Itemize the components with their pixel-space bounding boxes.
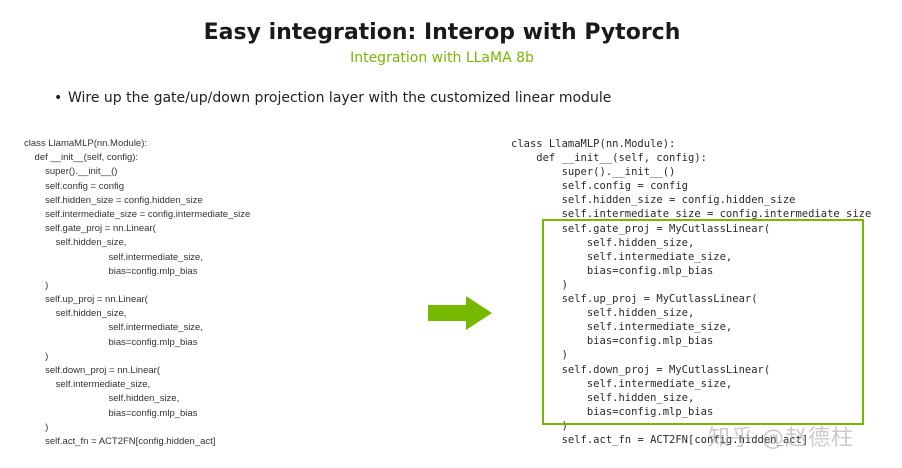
code-line: self.hidden_size = config.hidden_size [24,194,203,206]
code-line: bias=config.mlp_bias [24,265,198,277]
code-line: self.intermediate_size = config.intermed… [511,208,872,221]
code-line: self.down_proj = MyCutlassLinear( [511,363,771,376]
code-line: ) [24,279,49,291]
code-line: self.act_fn = ACT2FN[config.hidden_act] [511,433,809,446]
code-line: self.hidden_size, [511,391,695,404]
code-line: bias=config.mlp_bias [511,405,714,418]
code-line: self.intermediate_size = config.intermed… [24,208,251,220]
code-line: self.hidden_size, [24,393,180,405]
code-line: super().__init__() [24,166,118,178]
code-line: self.intermediate_size, [24,379,151,391]
highlight-box [542,219,864,425]
code-block-modified: class LlamaMLP(nn.Module): def __init__(… [511,137,871,447]
code-line: self.intermediate_size, [511,321,733,334]
code-line: self.config = config [511,180,689,193]
code-line: self.config = config [24,180,125,192]
code-line: ) [511,349,568,362]
bullet-item: • Wire up the gate/up/down projection lay… [54,90,611,106]
code-line: class LlamaMLP(nn.Module): [511,138,676,150]
code-line: self.act_fn = ACT2FN[config.hidden_act] [24,435,216,447]
slide-title: Easy integration: Interop with Pytorch [203,20,681,45]
right-arrow-icon [428,296,492,330]
code-line: self.up_proj = MyCutlassLinear( [511,293,758,306]
code-line: self.intermediate_size, [24,322,203,334]
code-line: self.intermediate_size, [24,251,203,263]
bullet-dot-icon: • [54,90,63,106]
code-line: bias=config.mlp_bias [24,407,198,419]
code-line: self.hidden_size = config.hidden_size [511,194,796,207]
code-line: self.gate_proj = MyCutlassLinear( [511,222,771,235]
bullet-text: Wire up the gate/up/down projection laye… [68,90,612,106]
code-line: bias=config.mlp_bias [24,336,198,348]
code-line: bias=config.mlp_bias [511,264,714,277]
code-line: ) [24,421,49,433]
code-line: class LlamaMLP(nn.Module): [24,138,148,149]
code-line: self.hidden_size, [24,308,127,320]
code-line: self.up_proj = nn.Linear( [24,294,148,306]
code-line: self.hidden_size, [511,236,695,249]
code-block-original: class LlamaMLP(nn.Module): def __init__(… [24,137,250,449]
code-line: ) [511,419,568,432]
watermark: 知乎 @赵德柱 [708,426,854,451]
code-line: self.intermediate_size, [511,250,733,263]
code-line: def __init__(self, config): [24,152,139,164]
code-line: super().__init__() [511,166,676,179]
code-line: self.intermediate_size, [511,377,733,390]
code-line: ) [24,350,49,362]
code-line: self.gate_proj = nn.Linear( [24,223,156,235]
code-line: self.hidden_size, [24,237,127,249]
slide-subtitle: Integration with LLaMA 8b [350,50,534,66]
code-line: self.down_proj = nn.Linear( [24,365,160,376]
code-line: self.hidden_size, [511,307,695,320]
code-line: def __init__(self, config): [511,152,707,165]
code-line: ) [511,278,568,291]
code-line: bias=config.mlp_bias [511,335,714,348]
